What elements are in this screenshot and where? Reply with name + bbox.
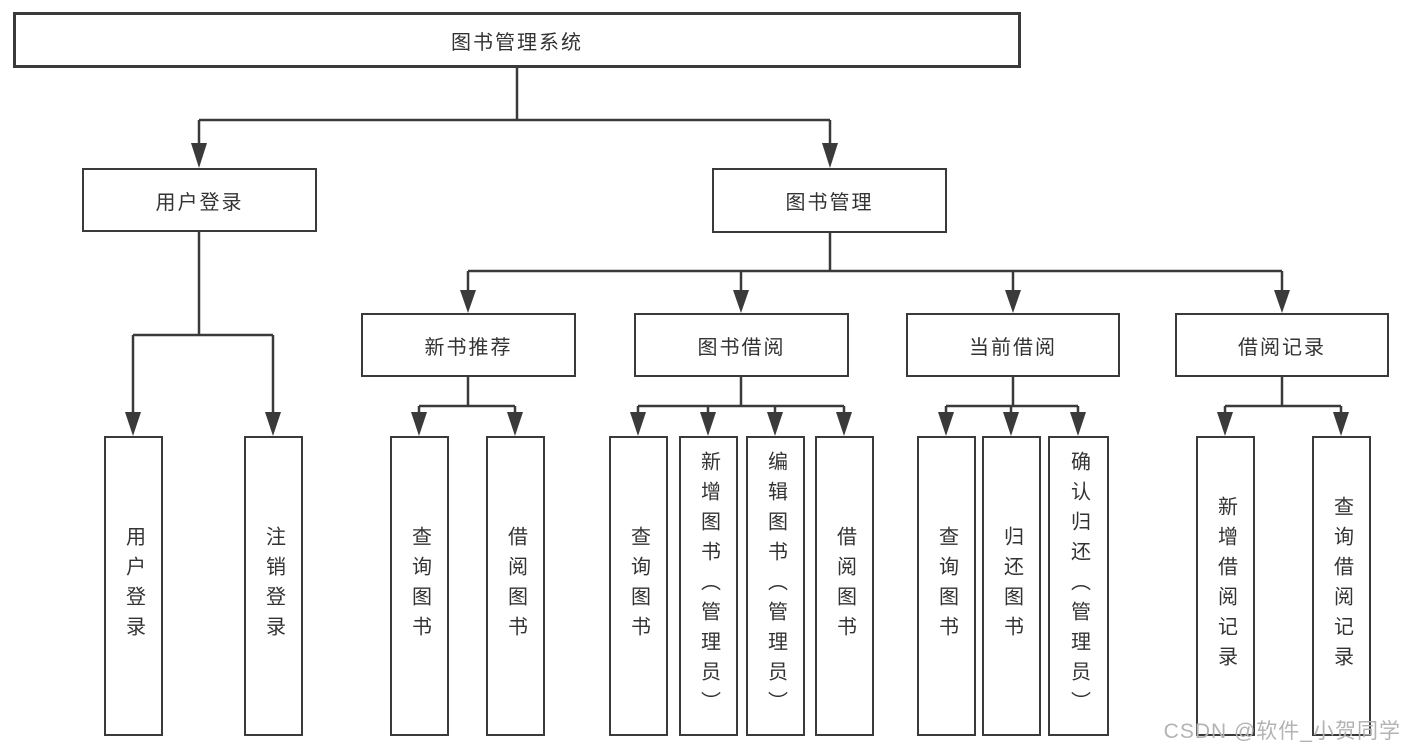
leaf-bb-add-books: 新增图书（管理员） bbox=[679, 436, 738, 736]
leaf-logout-label: 注销登录 bbox=[262, 526, 285, 646]
arrowhead-book-borrow bbox=[733, 290, 749, 313]
leaf-bb-borrow-books: 借阅图书 bbox=[815, 436, 874, 736]
wire-current-borrow-to-leaves bbox=[944, 377, 1080, 416]
leaf-bb-query-books: 查询图书 bbox=[609, 436, 668, 736]
node-new-book-rec-label: 新书推荐 bbox=[424, 336, 513, 359]
node-root: 图书管理系统 bbox=[13, 12, 1021, 68]
leaf-nbr-query-books: 查询图书 bbox=[390, 436, 449, 736]
leaf-br-add-record-label: 新增借阅记录 bbox=[1214, 496, 1237, 676]
node-book-borrow-label: 图书借阅 bbox=[697, 336, 786, 359]
node-user-login-label: 用户登录 bbox=[155, 191, 244, 214]
leaf-cb-query-books: 查询图书 bbox=[917, 436, 976, 736]
wire-book-mgmt-to-level3 bbox=[466, 233, 1284, 294]
leaf-user-login: 用户登录 bbox=[104, 436, 163, 736]
leaf-bb-add-books-label: 新增图书（管理员） bbox=[697, 451, 720, 721]
leaf-cb-confirm-return: 确认归还（管理员） bbox=[1048, 436, 1109, 736]
leaf-cb-query-books-label: 查询图书 bbox=[935, 526, 958, 646]
leaf-bb-query-books-label: 查询图书 bbox=[627, 526, 650, 646]
arrowhead-leaf-br-query bbox=[1333, 412, 1349, 436]
csdn-watermark: CSDN @软件_小贺同学 bbox=[1163, 720, 1401, 743]
leaf-br-query-record-label: 查询借阅记录 bbox=[1330, 496, 1353, 676]
node-current-borrow: 当前借阅 bbox=[906, 313, 1120, 377]
leaf-cb-return-books: 归还图书 bbox=[982, 436, 1041, 736]
node-user-login: 用户登录 bbox=[82, 168, 317, 232]
wire-user-login-to-leaves bbox=[131, 232, 275, 414]
arrowhead-book-mgmt bbox=[822, 143, 838, 168]
arrowhead-leaf-br-add bbox=[1217, 412, 1233, 436]
arrowhead-leaf-cb-query bbox=[938, 412, 954, 436]
arrowheads bbox=[125, 143, 1349, 436]
arrowhead-current-borrow bbox=[1005, 290, 1021, 313]
leaf-nbr-borrow-books: 借阅图书 bbox=[486, 436, 545, 736]
leaf-user-login-label: 用户登录 bbox=[122, 526, 145, 646]
wire-borrow-records-to-leaves bbox=[1223, 377, 1343, 416]
node-book-mgmt-label: 图书管理 bbox=[785, 192, 874, 214]
node-borrow-records-label: 借阅记录 bbox=[1238, 336, 1326, 359]
arrowhead-leaf-nbr-query bbox=[411, 412, 427, 436]
leaf-logout: 注销登录 bbox=[244, 436, 303, 736]
arrowhead-leaf-nbr-borrow bbox=[507, 412, 523, 436]
node-book-mgmt: 图书管理 bbox=[712, 168, 947, 233]
node-current-borrow-label: 当前借阅 bbox=[969, 336, 1057, 359]
arrowhead-borrow-records bbox=[1274, 290, 1290, 313]
wire-new-book-rec-to-leaves bbox=[417, 377, 517, 416]
arrowhead-leaf-bb-query bbox=[630, 412, 646, 436]
leaf-cb-confirm-return-label: 确认归还（管理员） bbox=[1067, 451, 1090, 721]
arrowhead-leaf-logout bbox=[265, 412, 281, 436]
leaf-bb-borrow-books-label: 借阅图书 bbox=[833, 526, 856, 646]
arrowhead-leaf-user-login bbox=[125, 412, 141, 436]
leaf-cb-return-books-label: 归还图书 bbox=[1000, 526, 1023, 646]
node-book-borrow: 图书借阅 bbox=[634, 313, 849, 377]
arrowhead-leaf-bb-add bbox=[700, 412, 716, 436]
arrowhead-new-book-rec bbox=[460, 290, 476, 313]
arrowhead-leaf-bb-edit bbox=[767, 412, 783, 436]
node-root-label: 图书管理系统 bbox=[451, 31, 583, 54]
leaf-br-add-record: 新增借阅记录 bbox=[1196, 436, 1255, 736]
leaf-nbr-query-books-label: 查询图书 bbox=[408, 526, 431, 646]
wire-book-borrow-to-leaves bbox=[636, 377, 846, 416]
node-new-book-rec: 新书推荐 bbox=[361, 313, 576, 377]
leaf-bb-edit-books: 编辑图书（管理员） bbox=[746, 436, 805, 736]
arrowhead-leaf-cb-return bbox=[1003, 412, 1019, 436]
leaf-bb-edit-books-label: 编辑图书（管理员） bbox=[764, 451, 787, 721]
wire-root-to-level2 bbox=[197, 68, 832, 148]
node-borrow-records: 借阅记录 bbox=[1175, 313, 1389, 377]
leaf-nbr-borrow-books-label: 借阅图书 bbox=[504, 526, 527, 646]
arrowhead-user-login bbox=[191, 143, 207, 168]
arrowhead-leaf-bb-borrow bbox=[836, 412, 852, 436]
arrowhead-leaf-cb-confirm bbox=[1070, 412, 1086, 436]
leaf-br-query-record: 查询借阅记录 bbox=[1312, 436, 1371, 736]
